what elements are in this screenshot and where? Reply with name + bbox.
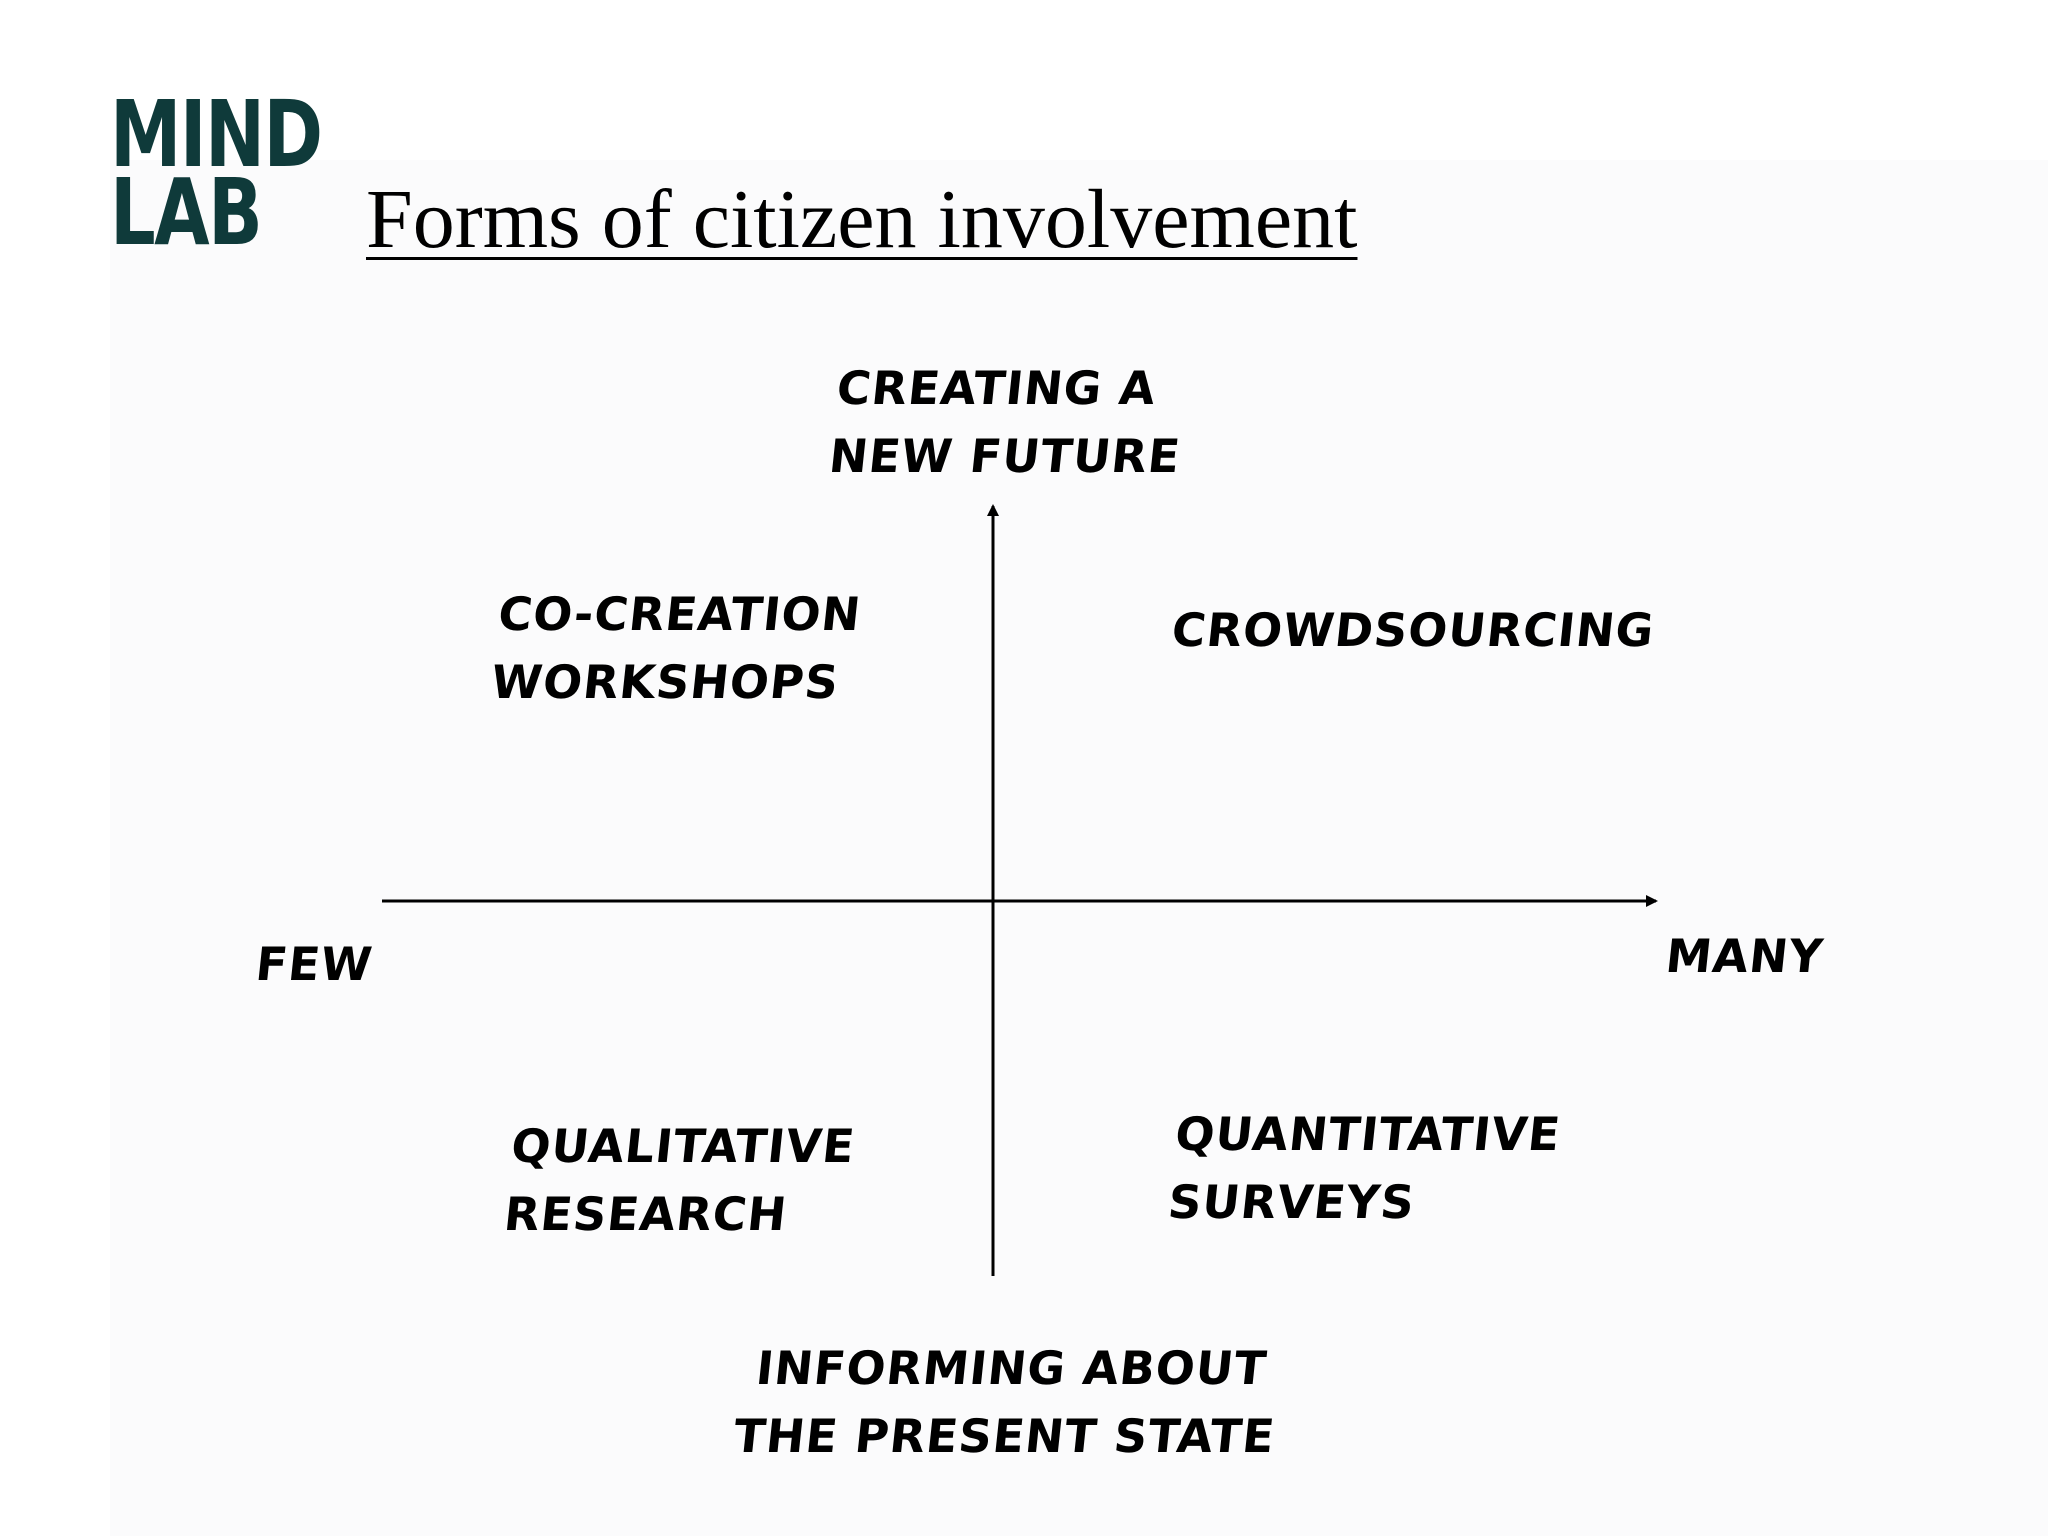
axis-left-label: Few — [252, 930, 376, 998]
logo-line-2: LAB — [110, 159, 263, 266]
content-background — [110, 160, 2048, 1536]
page-title: Forms of citizen involvement — [366, 173, 1358, 266]
quadrant-top-left: Co-creation workshops — [488, 580, 865, 716]
quadrant-bottom-right-line-1: Quantitative — [1172, 1107, 1564, 1161]
quadrant-top-right: Crowdsourcing — [1168, 596, 1657, 664]
quadrant-bottom-right: Quantitative surveys — [1165, 1100, 1564, 1236]
axis-top-line-1: Creating a — [834, 361, 1159, 415]
quadrant-bottom-left: Qualitative research — [501, 1112, 859, 1248]
axis-top-line-2: new future — [826, 429, 1184, 483]
quadrant-top-right-line-1: Crowdsourcing — [1169, 603, 1658, 657]
logo-line-1: MIND — [110, 81, 323, 188]
mindlab-logo: MIND LAB — [110, 81, 323, 266]
axis-right-label: Many — [1662, 922, 1826, 990]
quadrant-bottom-left-line-1: Qualitative — [508, 1119, 858, 1173]
axis-bottom-label: Informing about the present state — [721, 1334, 1295, 1470]
quadrant-top-left-line-2: workshops — [488, 655, 842, 709]
axis-right-text: Many — [1663, 929, 1827, 983]
axis-bottom-line-1: Informing about — [753, 1341, 1270, 1395]
axis-left-text: Few — [253, 937, 376, 991]
axis-bottom-line-2: the present state — [731, 1409, 1278, 1463]
axis-top-label: Creating a new future — [826, 354, 1184, 490]
quadrant-top-left-line-1: Co-creation — [495, 587, 864, 641]
quadrant-bottom-right-line-2: surveys — [1165, 1175, 1418, 1229]
quadrant-bottom-left-line-2: research — [501, 1187, 790, 1241]
